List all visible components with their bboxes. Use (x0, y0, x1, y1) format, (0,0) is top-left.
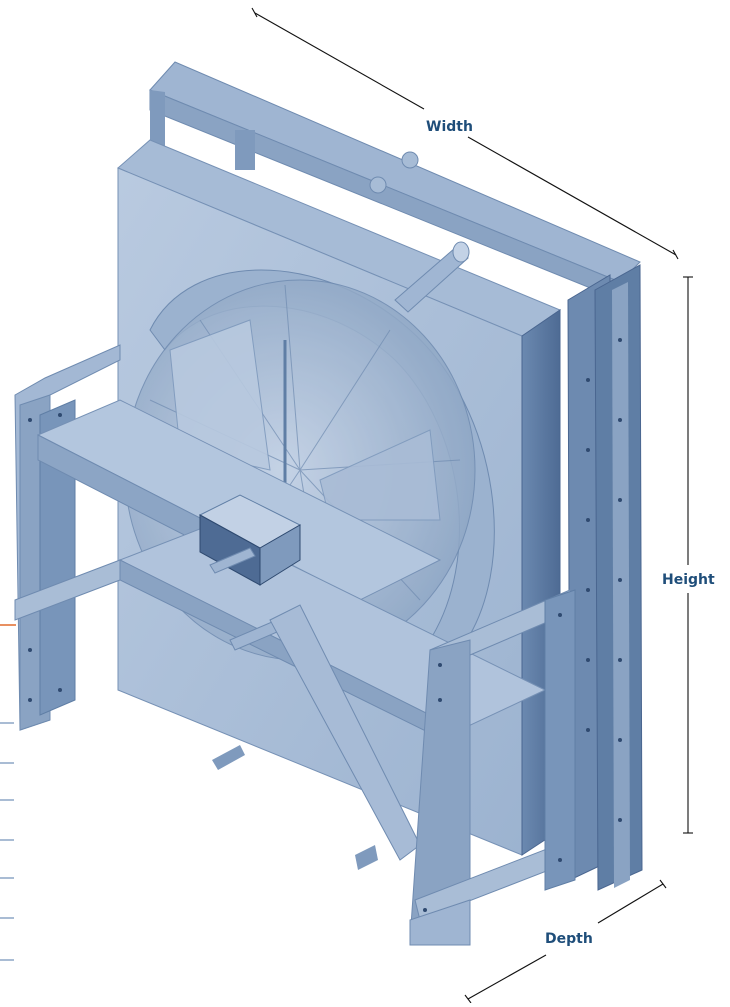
depth-label: Depth (541, 930, 597, 948)
right-support-frame (409, 589, 576, 946)
width-dimension-line (251, 7, 679, 260)
width-label: Width (422, 118, 477, 136)
left-guide-lines (0, 722, 14, 961)
left-support-frame (14, 344, 121, 731)
height-dimension-line (683, 276, 693, 834)
depth-dimension-line (464, 879, 667, 1004)
side-frame-rails (567, 264, 643, 891)
height-label: Height (658, 571, 719, 589)
